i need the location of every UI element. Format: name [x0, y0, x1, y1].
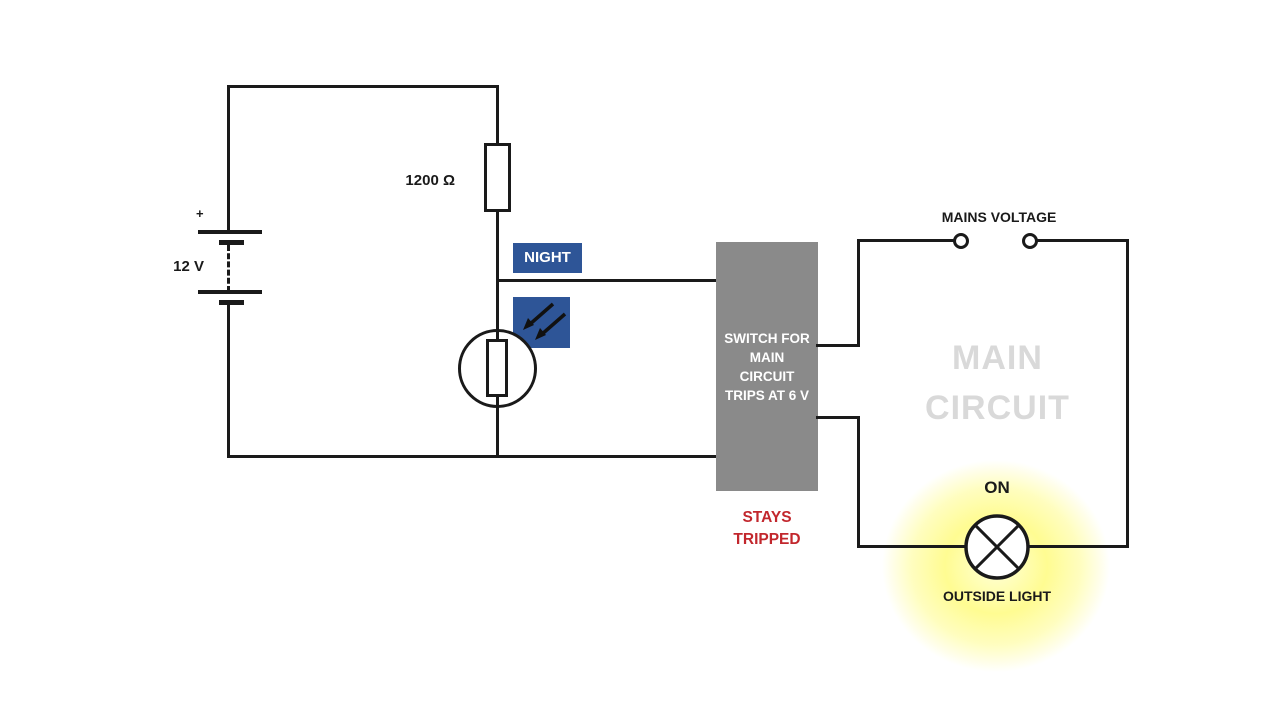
- lamp-symbol: [964, 514, 1030, 580]
- watermark-line: MAIN: [952, 339, 1043, 377]
- ldr-resistive-element: [486, 339, 508, 397]
- wire-top-rail: [227, 85, 499, 88]
- ldr-lead-top: [496, 331, 499, 341]
- wire-left-rail-upper: [227, 85, 230, 233]
- lamp-state-label: ON: [984, 478, 1010, 497]
- lamp-name-label: OUTSIDE LIGHT: [942, 588, 1052, 604]
- ldr-lead-bottom: [496, 396, 499, 406]
- wire-mid-vertical-upper: [857, 240, 860, 347]
- trip-switch-text-line: TRIPS AT 6 V: [724, 387, 809, 403]
- wire-bottom-rail: [227, 455, 719, 458]
- wire-mains-right: [1037, 239, 1129, 242]
- wire-resistor-stem-top: [496, 85, 499, 146]
- resistor-value-label: 1200 Ω: [405, 172, 455, 189]
- battery-plate-long-bottom: [198, 290, 262, 294]
- mains-voltage-label: MAINS VOLTAGE: [941, 209, 1057, 225]
- wire-switch-out-upper: [816, 344, 860, 347]
- wire-resistor-stem-mid: [496, 210, 499, 332]
- switch-contact-left: [953, 233, 969, 249]
- battery-plate-short-bottom: [219, 300, 244, 305]
- battery-voltage-label: 12 V: [173, 258, 204, 275]
- trip-switch-text-line: SWITCH FOR: [724, 330, 810, 346]
- wire-ldr-stem-bottom: [496, 405, 499, 458]
- trip-switch-text-line: CIRCUIT: [739, 368, 795, 384]
- trip-status-label: STAYS TRIPPED: [716, 507, 818, 551]
- wire-switch-out-lower: [816, 416, 860, 419]
- trip-status-line: TRIPPED: [733, 531, 801, 548]
- main-circuit-watermark: MAIN CIRCUIT: [870, 333, 1125, 433]
- battery-plate-long-top: [198, 230, 262, 234]
- resistor-symbol: [484, 143, 511, 212]
- watermark-line: CIRCUIT: [925, 389, 1070, 427]
- trip-switch-text-line: MAIN: [749, 349, 785, 365]
- switch-contact-right: [1022, 233, 1038, 249]
- night-condition-tag: NIGHT: [513, 243, 582, 273]
- battery-plate-short-top: [219, 240, 244, 245]
- battery-polarity-label: +: [196, 206, 204, 221]
- wire-mid-vertical-lower: [857, 416, 860, 548]
- light-arrows-icon: [513, 297, 570, 348]
- trip-status-line: STAYS: [742, 509, 792, 526]
- wire-mains-left: [857, 239, 954, 242]
- wire-sense-to-switch: [497, 279, 718, 282]
- light-arrows-svg: [523, 302, 567, 340]
- battery-cell-gap-dashes: [227, 245, 230, 292]
- wire-left-rail-lower: [227, 303, 230, 458]
- wire-right-rail: [1126, 239, 1129, 548]
- trip-switch-box: SWITCH FOR MAIN CIRCUIT TRIPS AT 6 V: [716, 242, 818, 491]
